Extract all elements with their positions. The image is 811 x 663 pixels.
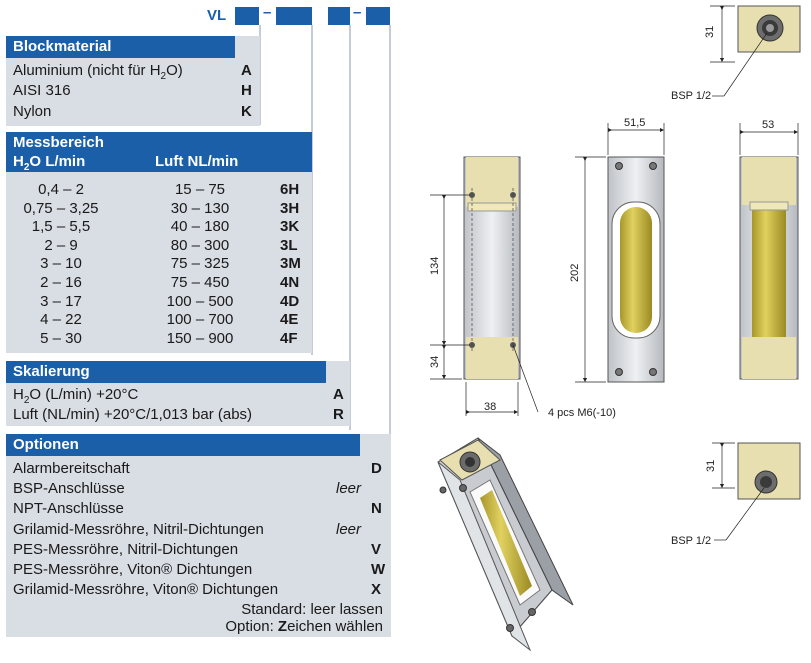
range-luft: 75 – 450 (170, 274, 230, 291)
scale-luft: Luft (NL/min) +20°C/1,013 bar (abs) (13, 406, 253, 423)
range-code: 3L (280, 236, 298, 254)
range-h2o: 3 – 17 (40, 292, 82, 310)
range-code: 4D (280, 292, 300, 310)
range-code: 4E (280, 311, 299, 329)
code-box-option (366, 7, 390, 25)
option-label: PES-Messröhre, Viton® Dichtungen (13, 561, 253, 578)
range-code: 4N (280, 274, 300, 291)
code-dash-2: – (353, 4, 362, 21)
option-code: N (371, 500, 382, 518)
dim-134: 134 (429, 257, 441, 275)
isometric-view (437, 437, 574, 652)
range-h2o: 1,5 – 5,5 (31, 218, 91, 236)
range-h2o: 5 – 30 (40, 329, 82, 347)
side-view-left (430, 156, 539, 416)
code-box-scale (328, 7, 350, 25)
material-nylon: Nylon (13, 103, 52, 120)
option-code: D (371, 460, 382, 477)
dim-53: 53 (762, 119, 774, 131)
option-leer: leer (336, 480, 362, 498)
optionen-panel (6, 434, 391, 637)
range-luft: 150 – 900 (166, 329, 234, 347)
bottom-view (712, 442, 801, 541)
top-view-dim: 31 (704, 26, 716, 38)
code-box-material (235, 7, 259, 25)
option-code: X (371, 581, 382, 599)
range-h2o: 4 – 22 (40, 311, 82, 329)
mount-note: 4 pcs M6(-10) (548, 407, 616, 419)
skalierung-title: Skalierung (6, 361, 326, 383)
range-luft: 30 – 130 (170, 199, 230, 217)
option-note-standard: Standard: leer lassen (241, 601, 383, 618)
range-code: 3H (280, 199, 300, 217)
scale-h2o: H2O (L/min) +20°C (13, 386, 139, 406)
messbereich-col-h2o: H2O L/min (13, 153, 86, 173)
code-dash-1: – (263, 4, 272, 21)
material-code-h: H (241, 82, 252, 99)
range-code: 3K (280, 218, 300, 236)
option-leer: leer (336, 520, 362, 538)
bottom-view-dim: 31 (705, 460, 717, 472)
scale-code-r: R (333, 406, 344, 423)
top-view: 31 (704, 5, 801, 97)
dim-51-5: 51,5 (624, 117, 645, 129)
range-code: 6H (280, 181, 300, 198)
bottom-view-port: BSP 1/2 (671, 535, 711, 547)
material-code-a: A (241, 62, 252, 79)
side-view-right (739, 123, 799, 380)
range-h2o: 3 – 10 (40, 255, 82, 273)
dim-38: 38 (484, 401, 496, 413)
code-box-range (276, 7, 312, 25)
scale-code-a: A (333, 386, 344, 403)
range-luft: 40 – 180 (170, 218, 230, 236)
material-aisi316: AISI 316 (13, 82, 71, 99)
range-luft: 80 – 300 (170, 236, 230, 254)
connector-scale (349, 25, 351, 430)
material-code-k: K (241, 103, 252, 120)
range-code: 3M (280, 255, 301, 273)
option-label: NPT-Anschlüsse (13, 500, 124, 518)
optionen-title: Optionen (6, 434, 360, 456)
option-code: W (371, 561, 386, 578)
option-code: V (371, 540, 382, 558)
option-label: BSP-Anschlüsse (13, 480, 125, 498)
range-h2o: 0,75 – 3,25 (23, 199, 99, 217)
connector-option (389, 25, 391, 637)
range-luft: 100 – 500 (166, 292, 234, 310)
connector-range (311, 25, 313, 355)
blockmaterial-title: Blockmaterial (6, 36, 235, 58)
order-code-prefix: VL (207, 7, 227, 24)
range-h2o: 2 – 16 (40, 274, 82, 291)
option-label: PES-Messröhre, Nitril-Dichtungen (13, 540, 239, 558)
option-label: Grilamid-Messröhre, Nitril-Dichtungen (13, 520, 264, 538)
range-code: 4F (280, 329, 298, 347)
option-label: Alarmbereitschaft (13, 460, 130, 477)
messbereich-title: Messbereich (6, 132, 312, 172)
option-label: Grilamid-Messröhre, Viton® Dichtungen (13, 581, 279, 599)
front-view (575, 123, 665, 383)
material-aluminium: Aluminium (nicht für H2O) (13, 62, 183, 82)
range-h2o: 0,4 – 2 (38, 181, 84, 198)
range-luft: 100 – 700 (166, 311, 234, 329)
option-note-option: Option: Zeichen wählen (225, 618, 383, 635)
messbereich-col-luft: Luft NL/min (155, 153, 239, 170)
dim-202: 202 (569, 264, 581, 282)
top-view-port: BSP 1/2 (671, 90, 711, 102)
range-luft: 15 – 75 (174, 181, 226, 198)
connector-material (259, 25, 261, 125)
range-luft: 75 – 325 (170, 255, 230, 273)
dim-34: 34 (429, 356, 441, 368)
range-h2o: 2 – 9 (44, 236, 78, 254)
